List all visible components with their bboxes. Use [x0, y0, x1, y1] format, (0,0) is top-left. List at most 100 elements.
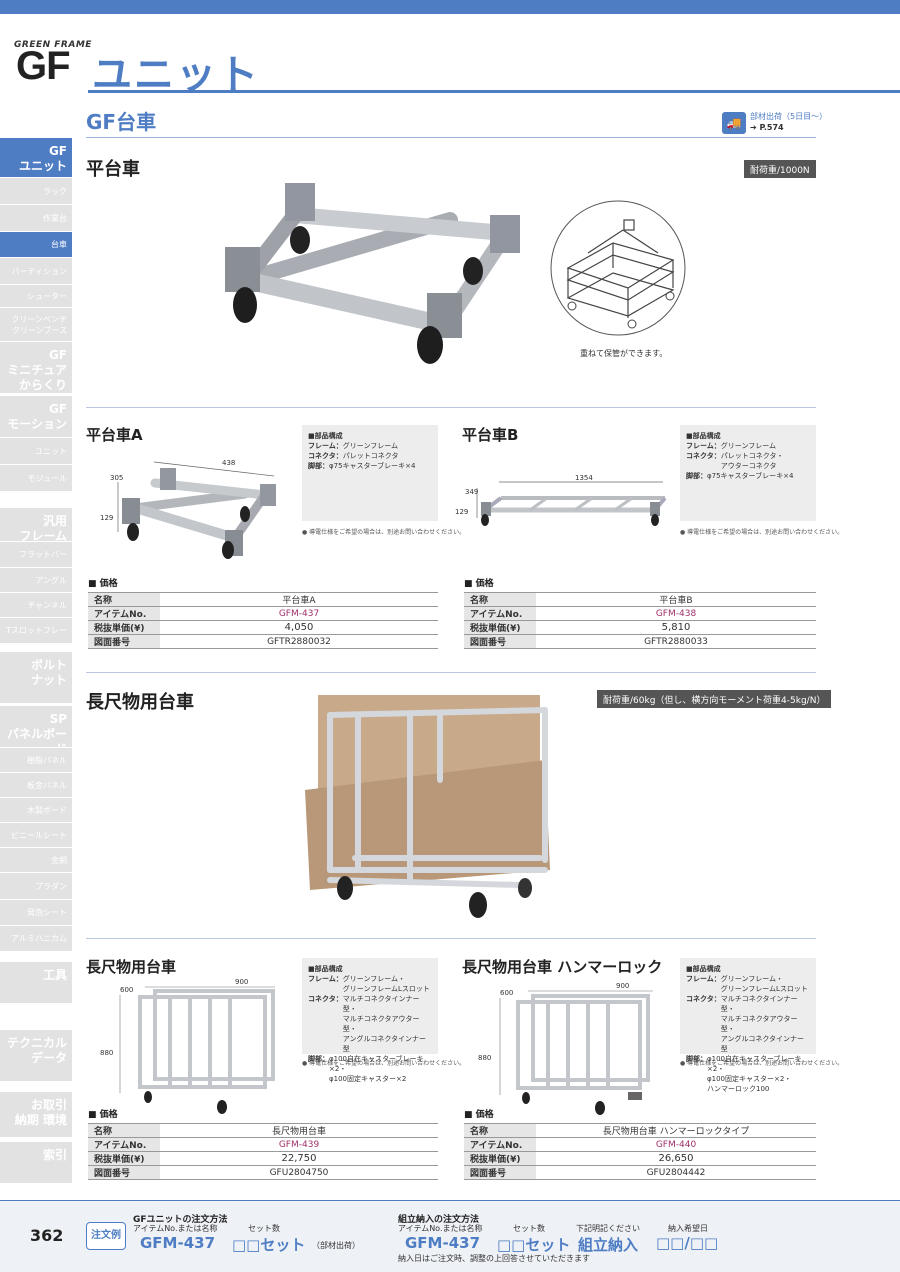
sidebar-item-label: 台車 — [51, 240, 67, 249]
spec-value: φ100自在キャスターブレーキ×2・ φ100固定キャスター×2 — [329, 1055, 424, 1083]
sidebar-item-label: GF — [48, 348, 67, 362]
price-value: 平台車B — [536, 592, 816, 607]
flat-b-drawing: 1354 349 129 — [455, 474, 667, 526]
sidebar-item[interactable]: モジュール — [0, 465, 72, 492]
sidebar-item[interactable]: 板金パネル — [0, 773, 72, 798]
sidebar-item[interactable]: シューター — [0, 285, 72, 308]
sidebar-item[interactable]: フラットバー — [0, 542, 72, 568]
sidebar-item[interactable]: 索引 — [0, 1142, 72, 1184]
long-a-height: 880 — [100, 1049, 113, 1057]
sidebar-item[interactable]: ユニット — [0, 438, 72, 465]
long-b-note: ● 導電仕様をご希望の場合は、別途お問い合わせください。 — [680, 1060, 844, 1067]
sidebar-item[interactable]: SPパネルボード — [0, 706, 72, 756]
price-key: 図面番号 — [464, 634, 536, 649]
sidebar-item[interactable]: アルミハニカム — [0, 926, 72, 952]
sidebar-item-label: クリーンブース — [12, 326, 67, 335]
sidebar-item[interactable]: ラック — [0, 178, 72, 205]
sidebar-item[interactable]: 発泡シート — [0, 900, 72, 926]
sidebar-item-label: フラットバー — [19, 550, 67, 559]
spec-row: フレーム：グリーンフレーム・ グリーンフレームLスロット — [686, 974, 810, 994]
spec-key: コネクタ： — [686, 452, 721, 460]
long-b-spec-title: ■部品構成 — [686, 965, 721, 973]
price-key: アイテムNo. — [464, 606, 536, 621]
divider — [86, 672, 816, 673]
sidebar-item[interactable]: アングル — [0, 568, 72, 593]
sidebar-item-label: 木製ボード — [27, 806, 67, 815]
spec-key: 脚部： — [686, 472, 707, 480]
sidebar-item[interactable]: パーティション — [0, 258, 72, 285]
sidebar-item[interactable]: 台車 — [0, 232, 72, 258]
flat-cart-heading: 平台車 — [86, 159, 140, 180]
sidebar-item[interactable]: クリーンベンチクリーンブース — [0, 308, 72, 342]
sidebar-item-label: ビニールシート — [11, 831, 67, 840]
long-a-drawing: 900 600 880 — [100, 978, 275, 1114]
price-key: 図面番号 — [464, 1165, 536, 1180]
flat-b-depth: 349 — [465, 488, 478, 496]
price-row: 税抜単価(¥)5,810 — [464, 620, 816, 635]
price-value: GFTR2880033 — [536, 634, 816, 649]
sidebar-item[interactable]: Tスロットフレーム — [0, 618, 72, 661]
price-key: 税抜単価(¥) — [464, 1151, 536, 1166]
long-b-depth: 600 — [500, 989, 513, 997]
stacked-cart-drawing — [550, 200, 686, 336]
sidebar-item-label: データ — [30, 1051, 67, 1065]
sidebar-item-label: 納期 環境 — [14, 1113, 67, 1127]
spec-value: マルチコネクタインナー型・ マルチコネクタアウター型・ アングルコネクタインナー… — [342, 995, 427, 1053]
price-key: 税抜単価(¥) — [464, 620, 536, 635]
price-value: GFM-440 — [536, 1137, 816, 1152]
sidebar-item[interactable]: チャンネル — [0, 593, 72, 618]
long-b-heading: 長尺物用台車 ハンマーロック — [462, 958, 663, 976]
price-key: 名称 — [88, 592, 160, 607]
long-a-heading: 長尺物用台車 — [86, 958, 177, 976]
spec-row: コネクタ：パレットコネクタ・ アウターコネクタ — [686, 451, 810, 471]
sidebar-item-label: 工具 — [42, 968, 67, 982]
spec-value: グリーンフレーム・ グリーンフレームLスロット — [720, 975, 808, 993]
sidebar-item[interactable]: プラダン — [0, 873, 72, 900]
price-value: 26,650 — [536, 1151, 816, 1166]
spec-key: コネクタ： — [308, 452, 343, 460]
price-value: GFM-439 — [160, 1137, 438, 1152]
spec-row: フレーム：グリーンフレーム — [686, 441, 810, 451]
spec-row: 脚部：φ75キャスターブレーキ×4 — [308, 461, 432, 471]
sidebar-item[interactable]: 木製ボード — [0, 798, 72, 823]
sidebar-item-label: テクニカル — [6, 1036, 67, 1050]
shipping-page-link[interactable]: ➔ P.574 — [750, 123, 784, 132]
sidebar-item[interactable]: 樹脂パネル — [0, 748, 72, 773]
flat-a-heading: 平台車A — [86, 426, 143, 444]
sidebar-item-label: ボルト — [30, 658, 67, 672]
sidebar-item-label: パーティション — [11, 267, 67, 276]
sidebar-item[interactable]: テクニカルデータ — [0, 1030, 72, 1082]
flat-a-depth: 305 — [110, 474, 123, 482]
sidebar-item[interactable]: お取引納期 環境 — [0, 1092, 72, 1138]
sidebar-item[interactable]: ボルトナット — [0, 652, 72, 704]
price-value: 長尺物用台車 ハンマーロックタイプ — [536, 1123, 816, 1138]
sidebar-item[interactable]: 金網 — [0, 848, 72, 873]
section-title: GF台車 — [86, 110, 157, 134]
price-value: 長尺物用台車 — [160, 1123, 438, 1138]
gf-order-code: GFM-437 — [140, 1234, 216, 1252]
spec-value: マルチコネクタインナー型・ マルチコネクタアウター型・ アングルコネクタインナー… — [720, 995, 805, 1053]
flat-b-heading: 平台車B — [462, 426, 519, 444]
price-value: GFM-437 — [160, 606, 438, 621]
price-row: 税抜単価(¥)22,750 — [88, 1151, 438, 1166]
sidebar-item-label: ユニット — [18, 159, 67, 173]
sidebar-item-label: フレーム — [19, 529, 67, 543]
sidebar-item[interactable]: 工具 — [0, 962, 72, 1004]
section-rule — [86, 137, 816, 138]
sidebar-item[interactable]: ビニールシート — [0, 823, 72, 848]
sidebar-item-label: アルミハニカム — [11, 934, 67, 943]
sidebar-item[interactable]: 作業台 — [0, 205, 72, 232]
sidebar-item[interactable]: 汎用フレーム — [0, 508, 72, 543]
price-row: 名称長尺物用台車 ハンマーロックタイプ — [464, 1123, 816, 1138]
price-value: GFM-438 — [536, 606, 816, 621]
price-value: GFU2804442 — [536, 1165, 816, 1180]
assembly-date-label: 納入希望日 — [668, 1224, 708, 1233]
sidebar-item-label: チャンネル — [27, 601, 67, 610]
spec-key: 脚部： — [686, 1055, 707, 1063]
spec-key: コネクタ： — [686, 995, 721, 1003]
